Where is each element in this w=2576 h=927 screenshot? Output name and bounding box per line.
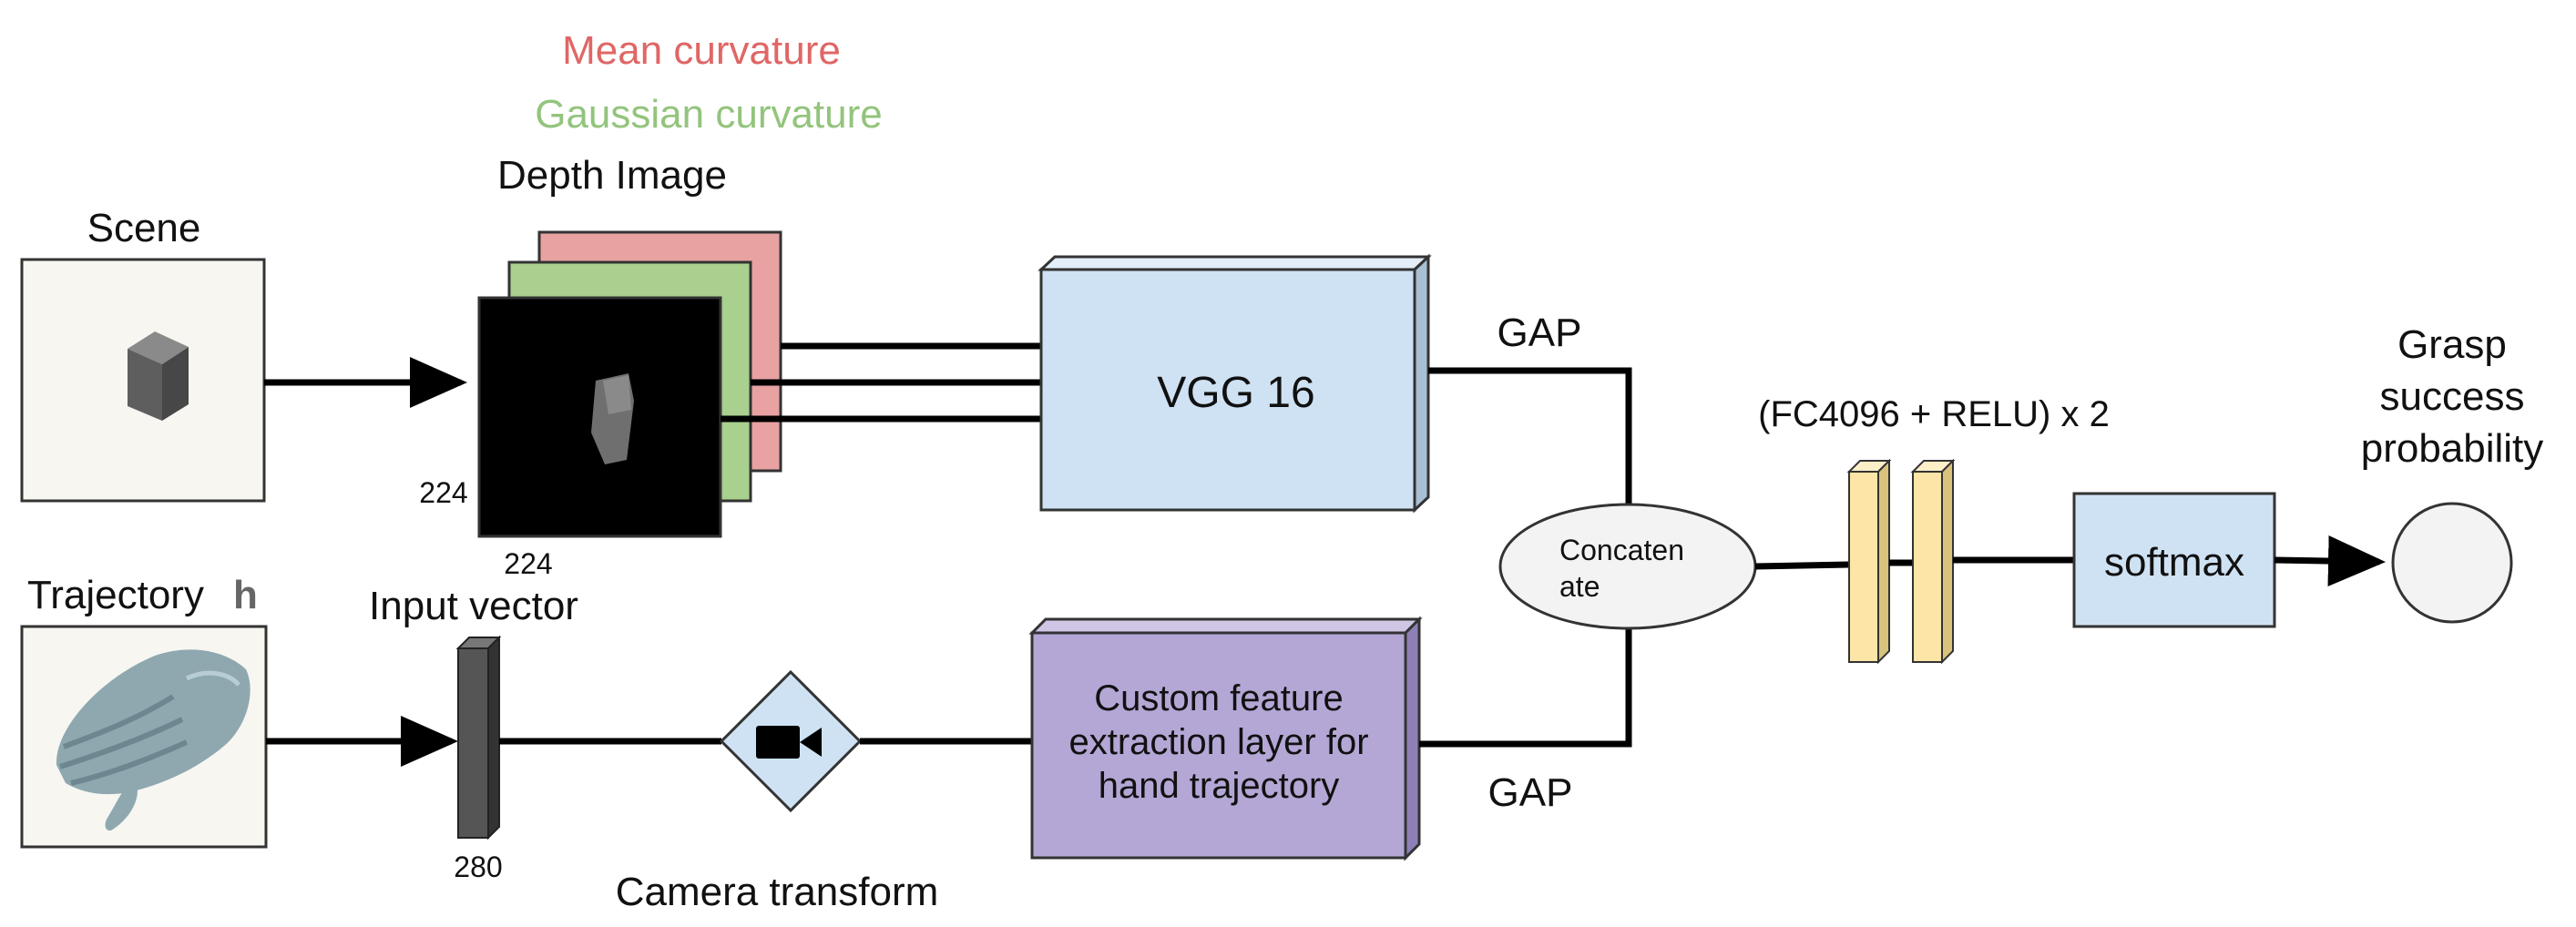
depth-image-stack: [477, 230, 782, 538]
custom-feature-label-line1: Custom feature: [1094, 678, 1343, 718]
input-vector-size-label: 280: [454, 851, 502, 883]
fc-layers-label: (FC4096 + RELU) x 2: [1758, 394, 2110, 434]
gap-bottom-label: GAP: [1488, 770, 1573, 815]
grasp-output-node: [2391, 502, 2513, 624]
mean-curvature-label: Mean curvature: [562, 28, 841, 73]
scene-label: Scene: [87, 206, 201, 250]
grasp-label-line3: probability: [2361, 426, 2544, 471]
custom-feature-label-line3: hand trajectory: [1099, 766, 1340, 806]
vgg16-block: [1038, 253, 1432, 514]
video-camera-icon: [756, 726, 822, 759]
input-vector-bar: [455, 635, 502, 840]
hand-image: [20, 625, 268, 849]
custom-feature-label-line2: extraction layer for: [1068, 722, 1368, 762]
softmax-to-output-arrow: [2274, 535, 2386, 587]
fc-layer-2: [1910, 458, 1956, 665]
depth-height-label: 224: [504, 547, 552, 580]
gaussian-curvature-label: Gaussian curvature: [535, 92, 883, 137]
vgg16-label: VGG 16: [1157, 369, 1314, 417]
grasp-label-line1: Grasp: [2397, 322, 2507, 367]
concatenate-node: [1498, 503, 1757, 630]
softmax-label: softmax: [2104, 540, 2244, 585]
fc-layer-1: [1846, 458, 1892, 665]
concatenate-label-line2: ate: [1559, 570, 1600, 603]
input-vector-label: Input vector: [369, 584, 578, 628]
custom-feature-block: [1028, 616, 1423, 861]
scene-image: [20, 258, 266, 503]
gap-top-label: GAP: [1498, 311, 1582, 355]
camera-transform-label: Camera transform: [616, 870, 939, 914]
trajectory-label: Trajectory: [27, 573, 204, 617]
custom-to-concat-line: [1419, 628, 1632, 748]
depth-image-label: Depth Image: [497, 153, 727, 198]
depth-width-label: 224: [419, 476, 467, 509]
trajectory-symbol: h: [233, 573, 258, 617]
vgg-to-concat-line: [1428, 367, 1632, 506]
grasp-label-line2: success: [2380, 374, 2525, 419]
camera-transform-node: [719, 669, 863, 813]
concat-to-fc-line: [1754, 561, 1850, 570]
concatenate-label-line1: Concaten: [1559, 534, 1684, 566]
